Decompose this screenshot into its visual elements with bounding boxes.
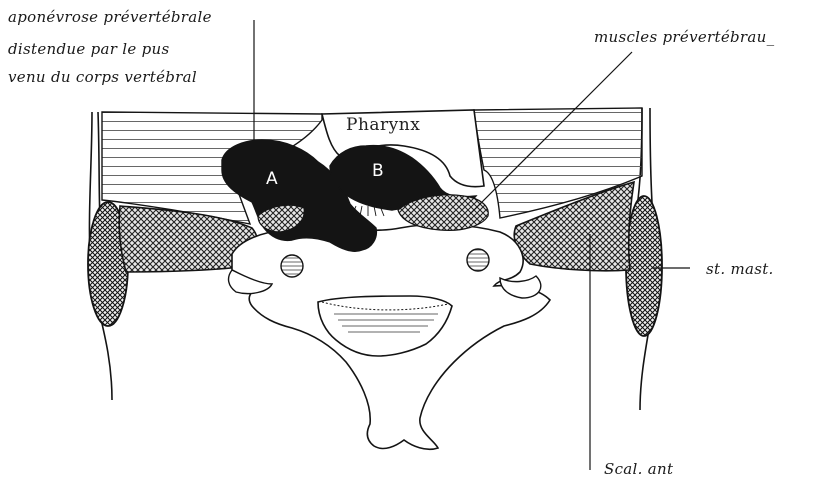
pharynx-label: Pharynx <box>346 115 420 135</box>
aponeurosis-label-line3: venu du corps vertébral <box>8 68 197 86</box>
abscess-a-label: A <box>266 169 278 189</box>
sternomastoid-label: st. mast. <box>706 260 774 278</box>
prevertebral-muscles-label: muscles prévertébrau_ <box>594 28 775 46</box>
aponeurosis-label-line2: distendue par le pus <box>8 40 169 58</box>
abscess-b-label: B <box>372 161 384 181</box>
aponeurosis-label-line1: aponévrose prévertébrale <box>8 8 212 26</box>
scalenus-anterior-label: Scal. ant <box>604 460 674 478</box>
right-sternomastoid <box>626 196 662 336</box>
left-vertebral-foramen <box>281 255 303 277</box>
right-vertebral-foramen <box>467 249 489 271</box>
